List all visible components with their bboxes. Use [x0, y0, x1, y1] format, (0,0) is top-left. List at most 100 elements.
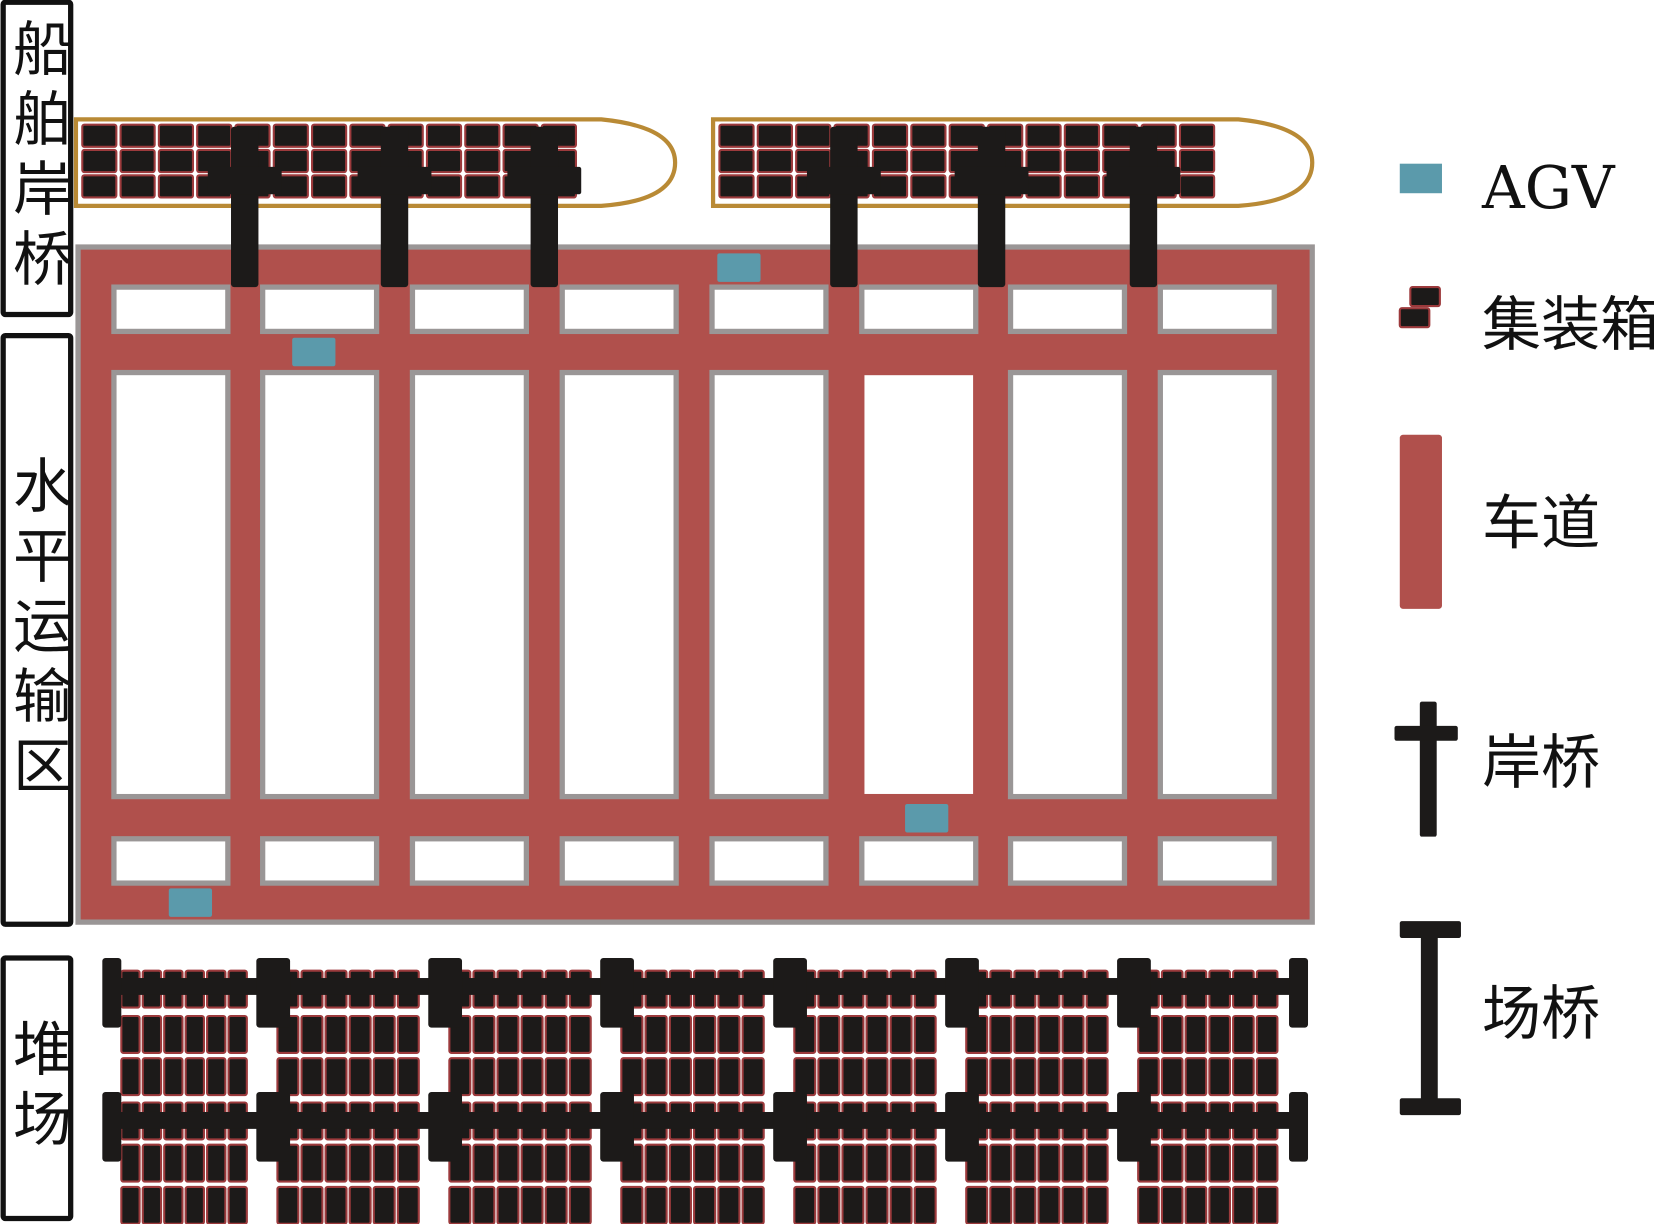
container: [300, 1057, 324, 1097]
container: [1137, 1057, 1160, 1097]
container: [349, 123, 386, 148]
container: [568, 1057, 592, 1097]
buffer-top: [111, 284, 231, 335]
container: [184, 1014, 205, 1054]
container: [1184, 1057, 1208, 1097]
container: [425, 148, 463, 174]
container: [871, 123, 909, 148]
container: [693, 1014, 717, 1054]
buffer-top: [559, 284, 679, 335]
legend-yard-crane-icon: [1399, 1098, 1461, 1116]
container: [1025, 123, 1062, 148]
container: [425, 174, 463, 199]
container: [227, 1014, 248, 1054]
container: [889, 1185, 913, 1224]
container: [1178, 123, 1216, 148]
container: [693, 1143, 717, 1183]
container: [396, 1057, 420, 1097]
container: [989, 1057, 1013, 1097]
container: [348, 1057, 372, 1097]
container: [141, 1057, 163, 1097]
container: [1409, 286, 1441, 308]
agv: [168, 888, 213, 917]
container: [520, 1057, 544, 1097]
agv: [292, 337, 336, 367]
container: [889, 1143, 913, 1183]
container: [120, 1143, 141, 1183]
quay-crane: [207, 126, 282, 288]
legend-agv-icon: [1399, 163, 1442, 194]
container: [496, 1014, 520, 1054]
container: [396, 1143, 420, 1183]
legend-label-container: 集装箱: [1482, 290, 1654, 359]
buffer-bottom: [260, 836, 380, 886]
container: [544, 1143, 568, 1183]
block-area: [559, 369, 679, 800]
yard-crane-leg: [428, 957, 463, 1028]
quay-crane: [954, 126, 1029, 288]
agv: [905, 803, 949, 833]
container: [163, 1143, 184, 1183]
container: [989, 1143, 1013, 1183]
container: [1013, 1014, 1037, 1054]
container: [324, 1057, 348, 1097]
quay-crane-leg: [231, 126, 259, 288]
container: [163, 1014, 184, 1054]
container: [227, 1143, 248, 1183]
container: [668, 1143, 692, 1183]
container: [1063, 148, 1101, 174]
container: [717, 1143, 741, 1183]
container: [496, 1143, 520, 1183]
container: [120, 1014, 141, 1054]
block-area: [111, 369, 231, 800]
buffer-bottom: [1157, 836, 1277, 886]
container: [324, 1143, 348, 1183]
block-area: [260, 369, 380, 800]
buffer-bottom: [709, 836, 829, 886]
container: [272, 123, 309, 148]
quay-crane-beam: [954, 166, 1029, 195]
yard-crane-leg: [256, 957, 291, 1028]
agvs: [168, 253, 949, 917]
container: [448, 1185, 472, 1224]
zone-yard-label: 堆场: [3, 1018, 72, 1158]
container: [1398, 307, 1431, 329]
container: [620, 1185, 644, 1224]
container: [910, 123, 947, 148]
legend-lane-icon: [1399, 434, 1442, 609]
container: [871, 148, 909, 174]
container: [300, 1185, 324, 1224]
legend-yard-crane-icon: [1420, 928, 1438, 1108]
container: [1013, 1185, 1037, 1224]
container: [865, 1057, 889, 1097]
container: [1063, 123, 1101, 148]
container: [472, 1143, 496, 1183]
quay-crane-beam: [207, 166, 282, 195]
container: [348, 1014, 372, 1054]
container: [1013, 1143, 1037, 1183]
yard-crane-leg: [600, 957, 634, 1028]
container: [841, 1143, 865, 1183]
container: [119, 123, 156, 148]
buffer-bottom: [859, 836, 979, 886]
container: [718, 174, 755, 199]
container: [644, 1014, 668, 1054]
container: [544, 1014, 568, 1054]
container: [793, 1057, 817, 1097]
container: [544, 1185, 568, 1224]
container: [1160, 1185, 1184, 1224]
container: [1208, 1185, 1232, 1224]
container: [157, 123, 195, 148]
container: [989, 1185, 1013, 1224]
quay-crane: [357, 126, 432, 288]
container: [311, 174, 348, 199]
container: [965, 1057, 989, 1097]
yard-crane-leg: [256, 1091, 291, 1162]
container: [1085, 1014, 1109, 1054]
yard-crane-leg: [1289, 1091, 1309, 1162]
container: [668, 1057, 692, 1097]
container: [425, 123, 463, 148]
container: [913, 1143, 937, 1183]
quay-cranes: [207, 126, 1181, 288]
container: [1208, 1143, 1232, 1183]
